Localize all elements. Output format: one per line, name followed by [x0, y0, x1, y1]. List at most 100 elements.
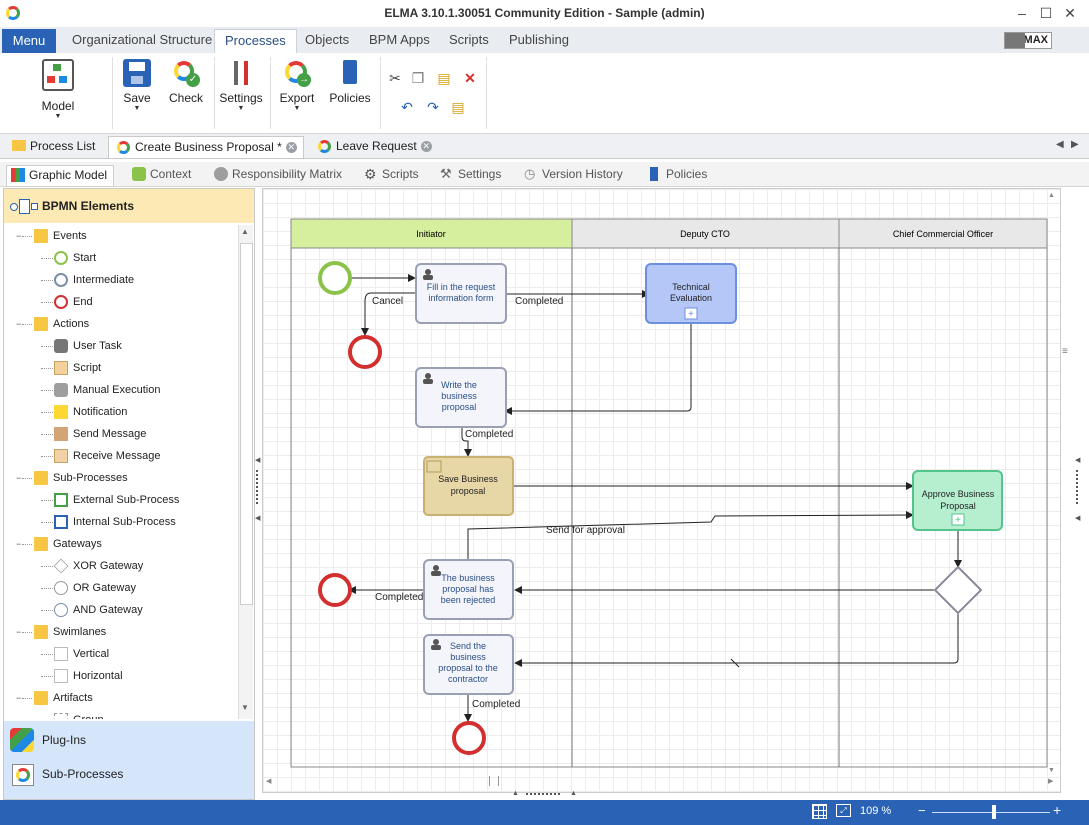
- right-panel-handle-icon[interactable]: ≡: [1062, 346, 1068, 357]
- v-scroll-up-icon[interactable]: ▲: [1048, 192, 1055, 199]
- collapse-bottom-icon[interactable]: ▲: [570, 790, 577, 797]
- end-event-sent[interactable]: [452, 721, 486, 755]
- collapse-icon[interactable]: −: [16, 693, 22, 703]
- scroll-down-icon[interactable]: ▼: [241, 703, 249, 712]
- scroll-up-icon[interactable]: ▲: [241, 227, 249, 236]
- tab-publishing[interactable]: Publishing: [509, 32, 569, 47]
- diagram-canvas[interactable]: Initiator Deputy CTO Chief Commercial Of…: [262, 188, 1061, 793]
- maximize-icon[interactable]: ☐: [1039, 5, 1053, 21]
- tab-settings[interactable]: ⚒ Settings: [440, 166, 502, 182]
- collapse-icon[interactable]: −: [16, 539, 22, 549]
- menu-button[interactable]: Menu: [2, 29, 56, 53]
- flow-send-for-approval[interactable]: [467, 511, 914, 561]
- collapse-icon[interactable]: −: [16, 231, 22, 241]
- xor-gateway[interactable]: [933, 565, 983, 615]
- plug-ins-section[interactable]: Plug-Ins: [4, 723, 86, 757]
- scroll-right-icon[interactable]: ▶: [1071, 139, 1079, 150]
- flow-cancel[interactable]: [361, 292, 415, 336]
- minimize-icon[interactable]: –: [1018, 5, 1026, 21]
- check-button[interactable]: ✓ Check: [164, 59, 208, 105]
- close-tab-icon[interactable]: ✕: [285, 142, 297, 154]
- collapse-right-icon[interactable]: ◀: [1075, 515, 1081, 522]
- paste-icon[interactable]: ▤: [437, 70, 451, 86]
- tab-policies[interactable]: Policies: [644, 165, 707, 185]
- export-button[interactable]: → Export ▼: [276, 59, 318, 113]
- zoom-slider-thumb[interactable]: [992, 805, 996, 819]
- tree-item-label: End: [73, 296, 93, 308]
- h-scroll-left-icon[interactable]: ◀: [266, 778, 272, 785]
- v-scroll-down-icon[interactable]: ▼: [1048, 767, 1055, 774]
- splitter-grip[interactable]: [526, 793, 560, 797]
- flow-gateway-to-send[interactable]: [514, 613, 959, 667]
- receive-message-icon: [54, 449, 68, 463]
- splitter-grip[interactable]: [256, 470, 260, 504]
- fit-to-screen-icon[interactable]: ⤢: [836, 804, 851, 817]
- tab-scripts[interactable]: ⚙ Scripts: [364, 166, 419, 182]
- task-fill-request[interactable]: Fill in the request information form: [415, 263, 507, 324]
- task-send-to-contractor[interactable]: Send the business proposal to the contra…: [423, 634, 514, 695]
- redo-icon[interactable]: ↷: [427, 99, 439, 115]
- h-scrollbar-grip[interactable]: [489, 776, 499, 786]
- end-event-cancel[interactable]: [348, 335, 382, 369]
- bpmn-elements-header[interactable]: BPMN Elements: [4, 189, 254, 223]
- tree-scrollbar[interactable]: ▲ ▼: [238, 225, 253, 719]
- collapse-icon[interactable]: −: [16, 473, 22, 483]
- task-save-proposal[interactable]: Save Business proposal: [423, 456, 514, 516]
- tab-leave-request[interactable]: Leave Request✕: [310, 136, 438, 158]
- model-button[interactable]: Model ▼: [34, 59, 82, 121]
- close-tab-icon[interactable]: ✕: [420, 141, 432, 153]
- tab-objects[interactable]: Objects: [305, 32, 350, 47]
- sub-processes-section[interactable]: Sub-Processes: [4, 757, 123, 791]
- end-event-rejected[interactable]: [318, 573, 352, 607]
- grid-toggle-icon[interactable]: [812, 804, 827, 819]
- tab-version-history[interactable]: ◷ Version History: [524, 166, 623, 182]
- close-icon[interactable]: ✕: [1064, 5, 1076, 21]
- flow-eval-to-write[interactable]: [504, 324, 692, 415]
- paste-special-icon[interactable]: ▤: [451, 99, 465, 115]
- collapse-bottom-icon[interactable]: ▲: [512, 790, 519, 797]
- start-event[interactable]: [318, 261, 352, 295]
- tab-bpm-apps[interactable]: BPM Apps: [369, 32, 430, 47]
- collapse-left-icon[interactable]: ◀: [255, 515, 261, 522]
- zoom-slider[interactable]: [932, 812, 1050, 813]
- collapse-icon[interactable]: −: [16, 627, 22, 637]
- task-label: Write the: [441, 380, 477, 390]
- copy-icon[interactable]: ❐: [411, 70, 425, 86]
- scroll-left-icon[interactable]: ◀: [1056, 139, 1064, 150]
- scrollbar-thumb[interactable]: [240, 243, 253, 605]
- folder-icon: [12, 140, 26, 151]
- settings-button[interactable]: Settings ▼: [218, 59, 264, 113]
- tab-create-business-proposal[interactable]: Create Business Proposal *✕: [108, 136, 304, 158]
- collapse-left-icon[interactable]: ◀: [255, 457, 261, 464]
- h-scroll-right-icon[interactable]: ▶: [1048, 778, 1054, 785]
- tab-context[interactable]: Context: [128, 165, 191, 185]
- tab-process-list[interactable]: Process List: [4, 136, 101, 158]
- tab-responsibility-matrix[interactable]: Responsibility Matrix: [210, 165, 342, 185]
- tab-processes[interactable]: Processes: [214, 29, 297, 53]
- zoom-out-icon[interactable]: −: [918, 803, 926, 818]
- ribbon-divider: [270, 57, 271, 129]
- tab-scripts[interactable]: Scripts: [449, 32, 489, 47]
- tab-graphic-model[interactable]: Graphic Model: [6, 165, 115, 187]
- flow-write-to-save[interactable]: [461, 428, 472, 457]
- task-approve-proposal[interactable]: Approve Business Proposal +: [912, 470, 1003, 531]
- task-write-proposal[interactable]: Write the business proposal: [415, 367, 507, 428]
- collapse-right-icon[interactable]: ◀: [1075, 457, 1081, 464]
- task-proposal-rejected[interactable]: The business proposal has been rejected: [423, 559, 514, 620]
- task-technical-evaluation[interactable]: Technical Evaluation +: [645, 263, 737, 324]
- collapse-icon[interactable]: −: [16, 319, 22, 329]
- delete-icon[interactable]: ✕: [464, 70, 476, 86]
- end-event-icon: [54, 295, 68, 309]
- check-icon: ✓: [172, 59, 200, 87]
- ribbon-divider: [112, 57, 113, 129]
- tree-item-label: Internal Sub-Process: [73, 516, 176, 528]
- max-badge[interactable]: MAX: [1004, 32, 1052, 49]
- zoom-in-icon[interactable]: +: [1053, 802, 1062, 818]
- splitter-grip[interactable]: [1076, 470, 1080, 504]
- save-button[interactable]: Save ▼: [118, 59, 156, 113]
- undo-icon[interactable]: ↶: [401, 99, 413, 115]
- tab-organizational-structure[interactable]: Organizational Structure: [72, 32, 213, 47]
- flow-label-completed: Completed: [472, 699, 520, 710]
- cut-icon[interactable]: ✂: [389, 70, 401, 86]
- policies-button[interactable]: Policies: [326, 59, 374, 105]
